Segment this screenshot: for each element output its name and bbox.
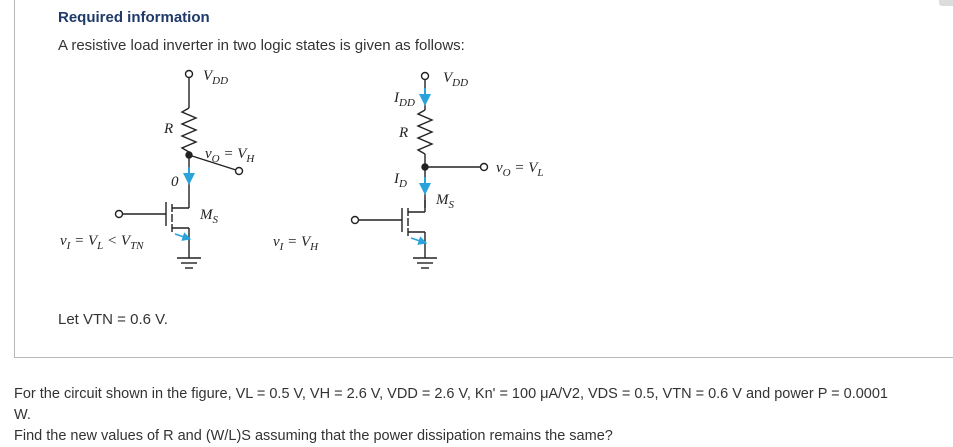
threshold-note: Let VTN = 0.6 V. — [58, 311, 168, 328]
vi-label-right: vI = VH — [273, 234, 319, 253]
question-line-3: Find the new values of R and (W/L)S assu… — [14, 428, 613, 444]
left-circuit — [114, 69, 244, 269]
vo-label-left: vO = VH — [205, 146, 255, 165]
zero-current-label: 0 — [171, 174, 179, 190]
r-label-left: R — [163, 121, 173, 137]
vdd-terminal-right — [420, 71, 430, 81]
vdd-label-right: VDD — [443, 70, 468, 89]
source-arrow-right — [410, 236, 428, 245]
vdd-label-left: VDD — [203, 68, 228, 87]
ms-label-right: MS — [435, 192, 455, 211]
required-info-panel — [14, 0, 953, 358]
resistor-right — [416, 109, 434, 155]
question-text: For the circuit shown in the figure, VL … — [14, 384, 949, 447]
resistor-left — [180, 107, 198, 153]
intro-text: A resistive load inverter in two logic s… — [58, 37, 465, 54]
ms-label-left: MS — [199, 207, 219, 226]
right-circuit — [350, 71, 489, 269]
r-label-right: R — [398, 125, 408, 141]
vo-label-right: vO = VL — [496, 160, 544, 179]
source-arrow-left — [174, 232, 192, 241]
scrollbar-corner[interactable] — [939, 0, 953, 6]
idd-label: IDD — [393, 90, 415, 109]
vi-label-left: vI = VL < VTN — [60, 233, 144, 252]
id-label: ID — [393, 171, 407, 190]
question-line-1: For the circuit shown in the figure, VL … — [14, 386, 888, 402]
question-line-2: W. — [14, 407, 31, 423]
vdd-terminal-left — [184, 69, 194, 79]
section-heading: Required information — [58, 9, 210, 26]
